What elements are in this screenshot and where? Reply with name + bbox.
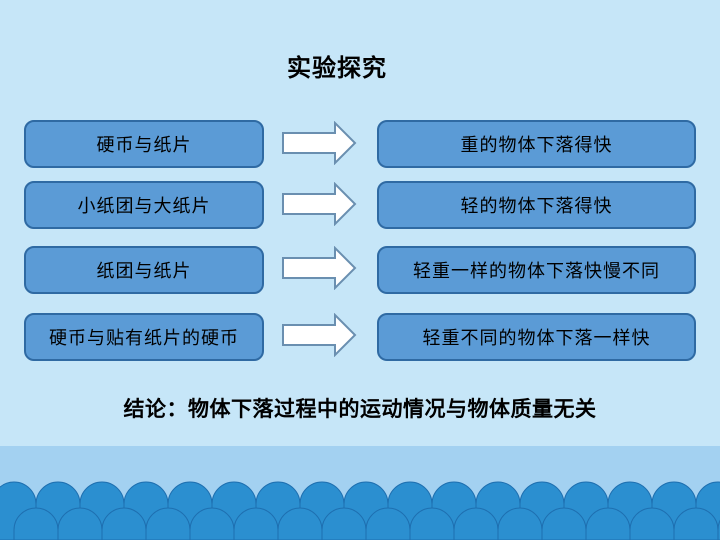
result-item-1: 重的物体下落得快 [377,120,696,168]
right-arrow-icon [282,182,357,226]
right-arrow-icon [282,121,357,165]
result-item-2: 轻的物体下落得快 [377,181,696,229]
scallop-row-bottom [13,507,720,540]
conclusion-text: 结论：物体下落过程中的运动情况与物体质量无关 [123,396,597,421]
experiment-item-4: 硬币与贴有纸片的硬币 [24,313,264,361]
result-item-4: 轻重不同的物体下落一样快 [377,313,696,361]
experiment-item-1: 硬币与纸片 [24,120,264,168]
right-arrow-icon [282,313,357,357]
result-item-3: 轻重一样的物体下落快慢不同 [377,246,696,294]
right-arrow-icon [282,246,357,290]
decorative-scallops [0,481,720,540]
slide-title: 实验探究 [287,53,387,82]
experiment-item-2: 小纸团与大纸片 [24,181,264,229]
experiment-item-3: 纸团与纸片 [24,246,264,294]
